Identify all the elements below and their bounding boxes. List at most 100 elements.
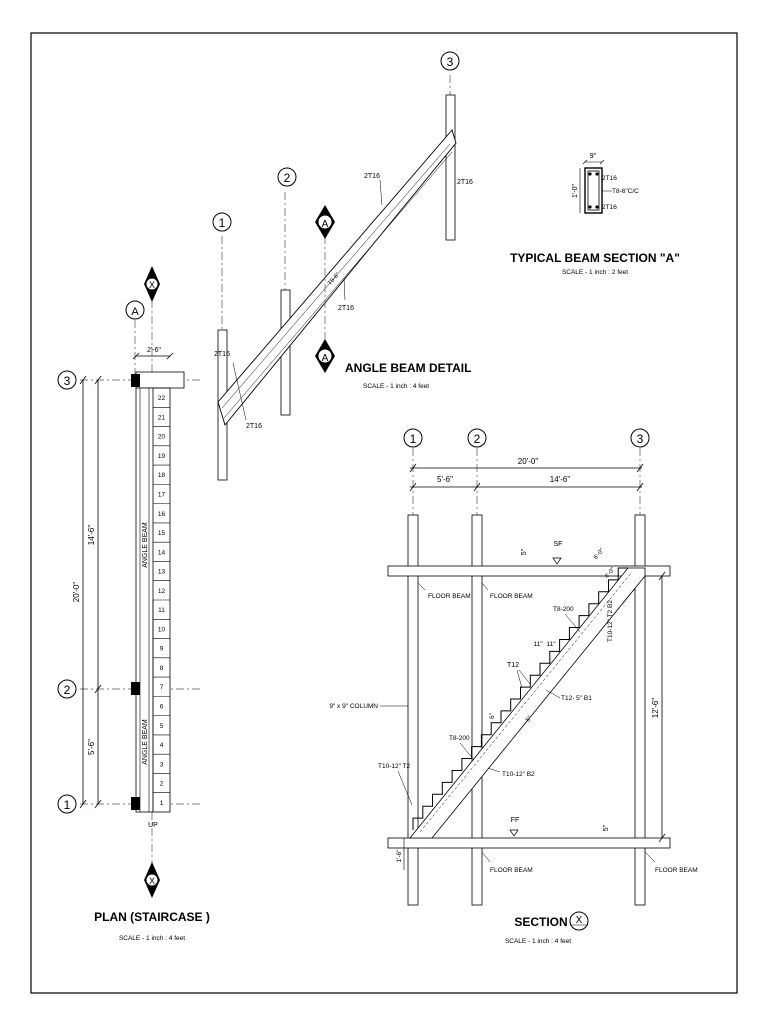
section-riser: 6"	[489, 712, 496, 719]
beam-bar-mid: 2T16	[338, 305, 354, 312]
section-scale: SCALE - 1 inch : 4 feet	[505, 938, 571, 945]
plan-step-number: 14	[158, 549, 166, 556]
svg-text:X: X	[576, 915, 583, 926]
beam-bar-left-bottom: 2T16	[246, 423, 262, 430]
svg-text:X: X	[149, 280, 155, 290]
svg-text:2: 2	[64, 683, 71, 697]
plan-column-1	[131, 797, 140, 810]
plan-width-dim: 2'-6"	[147, 347, 161, 354]
section-slab-top: 5"	[521, 548, 528, 555]
plan-step-number: 17	[158, 492, 166, 499]
plan-column-3	[131, 374, 140, 387]
beam-grid-1-bubble: 1	[212, 212, 232, 232]
svg-text:1: 1	[219, 216, 226, 230]
plan-staircase: 3 2 1 20'-0" 14'-6" 5'-6" X	[57, 266, 210, 942]
section-upper-slab	[387, 565, 671, 577]
section-t10-top-right: T10-12" T2 B2	[607, 600, 614, 642]
section-t10-left: T10-12" T2	[378, 763, 411, 770]
plan-grid-2-bubble: 2	[57, 679, 77, 699]
plan-section-marker-bottom: X	[144, 862, 160, 898]
plan-up-label: UP	[148, 822, 158, 829]
beam-grid-2-bubble: 2	[277, 167, 297, 187]
section-slab-dim: 5"	[525, 715, 533, 723]
plan-grid-1-bubble: 1	[57, 794, 77, 814]
plan-step-number: 22	[158, 395, 166, 402]
plan-step-number: 5	[160, 723, 164, 730]
plan-step-number: 2	[160, 781, 164, 788]
section-floor-beam-4: FLOOR BEAM	[655, 867, 698, 874]
beam-bar-top: 2T16	[364, 173, 380, 180]
svg-text:2: 2	[284, 171, 291, 185]
section-dim-left: 5'-6"	[437, 475, 453, 484]
angle-beam-title: ANGLE BEAM DETAIL	[345, 361, 471, 375]
section-grid-2-bubble: 2	[467, 428, 487, 448]
section-tread-1: 11"	[533, 641, 543, 648]
beam-bar-right: 2T16	[457, 179, 473, 186]
plan-dim-upper: 14'-6"	[87, 525, 96, 546]
plan-dim-total: 20'-0"	[72, 582, 81, 603]
plan-grid-3-bubble: 3	[57, 370, 77, 390]
beam-section-width: 9"	[590, 153, 597, 160]
section-height-dim: 12'-6"	[651, 698, 660, 719]
plan-title: PLAN (STAIRCASE )	[94, 910, 210, 924]
svg-text:2: 2	[474, 432, 481, 446]
svg-text:1: 1	[64, 798, 71, 812]
sheet-border	[30, 32, 738, 994]
section-footing-dim: 1'-6"	[396, 849, 403, 863]
section-column-label: 9" x 9" COLUMN	[329, 703, 378, 710]
section-title: SECTION	[514, 915, 567, 929]
svg-text:3: 3	[637, 432, 644, 446]
plan-step-number: 3	[160, 761, 164, 768]
section-t10-bottom: T10-12" B2	[502, 771, 535, 778]
plan-step-number: 6	[160, 704, 164, 711]
svg-text:A: A	[131, 306, 139, 318]
plan-step-number: 4	[160, 742, 164, 749]
section-t12: T12	[507, 662, 519, 669]
beam-section-marker-top: A	[315, 205, 335, 239]
svg-text:3: 3	[447, 55, 454, 69]
section-grid-1-bubble: 1	[403, 428, 423, 448]
beam-section-bottom-bar: 2T16	[602, 204, 617, 211]
plan-step-number: 13	[158, 569, 166, 576]
plan-step-number: 10	[158, 626, 166, 633]
plan-step-number: 16	[158, 511, 166, 518]
section-title-marker: X	[569, 911, 589, 931]
plan-step-number: 19	[158, 453, 166, 460]
section-tread-2: 11"	[546, 641, 556, 648]
plan-beam-label-lower: ANGLE BEAM	[142, 719, 149, 765]
angle-beam-detail: 1 2 3 A A 2T16 2T16 2T16	[212, 51, 473, 481]
section-t12-bottom: T12- 5" B1	[561, 695, 592, 702]
beam-section-scale: SCALE - 1 inch : 2 feet	[562, 269, 628, 276]
plan-step-number: 12	[158, 588, 166, 595]
section-floor-beam-1: FLOOR BEAM	[428, 593, 471, 600]
plan-beam-marker: A	[125, 300, 145, 375]
beam-section-stirrup: T8-6"C/C	[612, 188, 639, 195]
plan-section-marker-top: X	[144, 266, 160, 302]
svg-text:X: X	[149, 876, 155, 886]
beam-section-marker-bottom: A	[315, 339, 335, 373]
beam-section-title: TYPICAL BEAM SECTION "A"	[510, 251, 680, 265]
svg-text:A: A	[322, 353, 329, 364]
plan-column-2	[131, 682, 140, 695]
svg-text:3: 3	[64, 374, 71, 388]
section-sf-label: SF	[554, 541, 563, 548]
svg-text:1: 1	[410, 432, 417, 446]
section-x: 1 2 3 20'-0" 5'-6" 14'-6"	[329, 428, 698, 945]
section-grid-3-bubble: 3	[630, 428, 650, 448]
plan-step-number: 1	[160, 800, 164, 807]
section-floor-beam-3: FLOOR BEAM	[490, 867, 533, 874]
plan-beam-label-upper: ANGLE BEAM	[142, 522, 149, 568]
section-stair-steps	[412, 567, 628, 830]
plan-step-number: 9	[160, 646, 164, 653]
section-floor-beam-2: FLOOR BEAM	[490, 593, 533, 600]
angle-beam-scale: SCALE - 1 inch : 4 feet	[363, 383, 429, 390]
section-top-dim-1: 6'-0"	[593, 548, 605, 561]
section-lower-slab	[387, 837, 671, 849]
plan-step-number: 7	[160, 684, 164, 691]
plan-dim-lower: 5'-6"	[87, 739, 96, 755]
beam-section-height: 1'-0"	[572, 184, 579, 198]
beam-bar-left: 2T16	[214, 351, 230, 358]
plan-step-number: 8	[160, 665, 164, 672]
